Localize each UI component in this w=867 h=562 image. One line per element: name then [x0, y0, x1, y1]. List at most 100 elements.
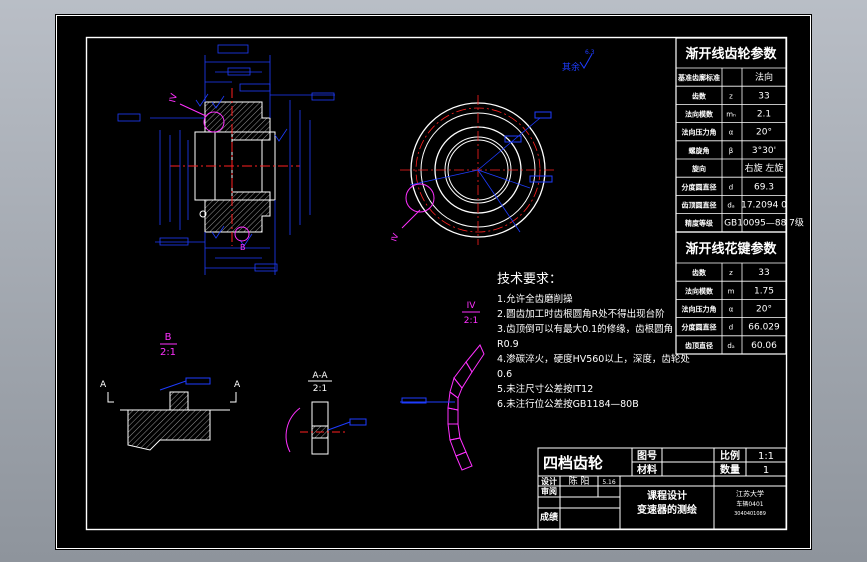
param-name: 法向模数 [685, 110, 714, 119]
dimension-leader [477, 169, 531, 189]
param-name: 分度圆直径 [682, 182, 717, 191]
param-name: 法向压力角 [682, 128, 717, 137]
param-value: 20° [756, 305, 772, 315]
param-name: 法向模数 [685, 286, 714, 295]
section-aa-label: A-A [312, 371, 328, 381]
tech-req-item: 1.允许全齿磨削操 [497, 293, 573, 305]
dimension-tag [534, 111, 552, 119]
title-block [537, 447, 787, 530]
param-name: 旋向 [691, 164, 706, 173]
dimension-tag [529, 175, 553, 183]
tech-req-item: 4.渗碳淬火，硬度HV560以上，深度，齿轮处 [497, 353, 690, 365]
detail-b-label: B [165, 332, 172, 343]
table-row: 齿顶圆直径 dₐ 17.2094 0 [682, 201, 788, 211]
callout-iv-label: IV [168, 92, 180, 104]
detail-iv-view: IV 2:1 [400, 301, 485, 471]
tech-req-item: 2.圆齿加工时齿根圆角R处不得出现台阶 [497, 308, 665, 320]
quantity-value: 1 [763, 465, 769, 476]
table-row: 齿顶直径 dₐ 60.06 [685, 341, 777, 351]
table-row: 齿数 z 33 [692, 91, 770, 101]
param-value: 69.3 [754, 182, 774, 192]
tooth-profile [455, 451, 473, 471]
tech-requirements: 技术要求： 1.允许全齿磨削操2.圆齿加工时齿根圆角R处不得出现台阶3.齿顶倒可… [497, 272, 690, 410]
table-row: 分度圆直径 d 69.3 [682, 182, 775, 192]
param-value: 60.06 [751, 341, 777, 351]
part-name: 四档齿轮 [543, 454, 603, 472]
course-line1: 课程设计 [647, 489, 687, 502]
roughness-symbol [211, 95, 225, 109]
outer-frame [56, 15, 811, 549]
param-symbol: d [729, 183, 733, 191]
title-block-text: 四档齿轮 图号 材料 比例 1:1 数量 1 设计 陈 阳 5.16 审阅 成绩… [540, 449, 774, 523]
design-date: 5.16 [602, 479, 616, 486]
param-symbol: β [729, 147, 733, 155]
tolerance-frame [117, 113, 141, 122]
param-value: GB10095—88 7级 [724, 217, 804, 229]
detail-iv-circle [203, 111, 225, 133]
detail-iv-label: IV [467, 301, 477, 311]
detail-b-circle [234, 226, 250, 242]
param-value: 右旋 左旋 [745, 162, 784, 174]
param-name: 齿数 [692, 91, 707, 100]
section-aa-scale: 2:1 [313, 384, 327, 394]
param-name: 基准齿廓标准 [677, 73, 720, 82]
dimension-tag [504, 135, 522, 143]
detail-b-front-circle [405, 183, 435, 213]
detail-iv-scale: 2:1 [464, 316, 478, 326]
tolerance-frame [239, 83, 271, 92]
param-value: 33 [758, 91, 769, 101]
param-symbol: z [729, 92, 733, 100]
detail-b-view: B 2:1 A A [100, 332, 241, 451]
review-label: 审阅 [541, 486, 557, 496]
param-symbol: z [729, 269, 733, 277]
tolerance-frame [159, 237, 189, 246]
gear-front-view: IV [389, 95, 556, 245]
param-value: 3°30' [752, 146, 776, 156]
hole-mark [199, 210, 207, 218]
dimension-leader [409, 169, 479, 186]
gear-table-title: 渐开线齿轮参数 [685, 46, 777, 62]
param-symbol: dₐ [727, 342, 734, 350]
section-marker-a-right: A [234, 380, 241, 390]
detail-iv-leader [179, 103, 207, 117]
course-line2: 变速器的测绘 [637, 503, 697, 516]
param-name: 分度圆直径 [682, 323, 717, 332]
school-line1: 江苏大学 [736, 489, 764, 498]
section-marker-a-left: A [100, 380, 107, 390]
paper-area [55, 14, 812, 550]
roughness-symbol [211, 225, 225, 239]
quantity-label: 数量 [720, 463, 740, 476]
school-line3: 3040401089 [734, 511, 766, 517]
material-label: 材料 [637, 463, 657, 476]
param-value: 17.2094 0 [741, 201, 787, 211]
callout-iv-front: IV [389, 232, 400, 243]
tech-req-item: 3.齿顶倒可以有最大0.1的修缘，齿根圆角 [497, 323, 673, 335]
drawing-no-label: 图号 [637, 450, 657, 462]
detail-b-scale: 2:1 [160, 347, 176, 358]
param-symbol: d [729, 324, 733, 332]
spline-table-title: 渐开线花键参数 [685, 241, 777, 257]
table-row: 基准齿廓标准法向 [677, 71, 773, 83]
param-symbol: α [729, 306, 734, 314]
roughness-symbol-general [579, 53, 593, 69]
tech-req-item: 5.未注尺寸公差按IT12 [497, 383, 593, 395]
grade-label: 成绩 [540, 511, 558, 523]
param-name: 齿顶直径 [685, 341, 713, 350]
dimension-leader [477, 169, 521, 233]
callout-leader [401, 209, 421, 229]
roughness-symbol [239, 233, 253, 247]
param-symbol: dₐ [727, 202, 734, 210]
tech-req-item: R0.9 [497, 339, 519, 350]
param-name: 精度等级 [685, 219, 714, 228]
roughness-note: 其余 [562, 61, 580, 73]
scale-label: 比例 [720, 449, 740, 462]
table-row: 精度等级 GB10095—88 7级 [685, 217, 804, 229]
param-name: 齿顶圆直径 [682, 201, 717, 210]
